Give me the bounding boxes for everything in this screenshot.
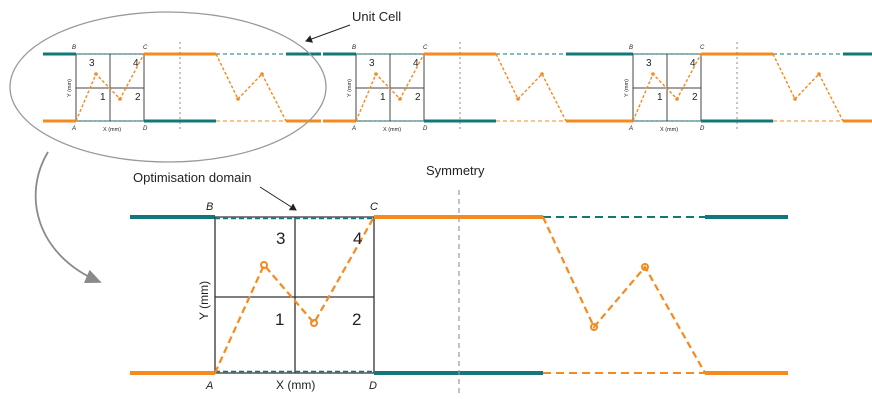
region-2-label: 2 [135, 92, 141, 103]
corner-d-label: D [369, 380, 377, 392]
corner-b-label: B [72, 45, 76, 51]
x-axis-label: X (mm) [660, 127, 678, 133]
enlarged-unit-cell: 3 4 1 2 B C A D X (mm) Y (mm) Optimisati… [130, 163, 788, 394]
corner-c-label: C [143, 45, 148, 51]
control-point [590, 323, 598, 331]
small-cell-labels-2: 3 4 1 2 B C A D X (mm) Y (mm) [347, 45, 428, 133]
symmetry-label: Symmetry [426, 163, 485, 178]
region-4-label: 4 [353, 229, 362, 248]
corner-d-label: D [700, 126, 705, 132]
corner-a-label: A [71, 126, 76, 132]
corner-a-label: A [351, 126, 356, 132]
control-point [310, 319, 318, 327]
corner-d-label: D [143, 126, 148, 132]
region-4-label: 4 [413, 58, 419, 69]
unit-cell-arrow [305, 24, 351, 43]
region-3-label: 3 [646, 58, 652, 69]
corner-d-label: D [423, 126, 428, 132]
region-3-label: 3 [369, 58, 375, 69]
corner-c-label: C [370, 201, 378, 213]
optimisation-domain-label: Optimisation domain [133, 170, 252, 185]
region-3-label: 3 [276, 229, 285, 248]
y-axis-label: Y (mm) [347, 79, 353, 97]
small-cell-labels-3: 3 4 1 2 B C A D X (mm) Y (mm) [624, 45, 705, 133]
corner-b-label: B [629, 45, 633, 51]
x-axis-label: X (mm) [383, 127, 401, 133]
optimisation-domain [214, 216, 375, 374]
top-strip: 3 4 1 2 B C A D X (mm) Y (mm) 3 4 1 2 B … [9, 9, 872, 163]
region-1-label: 1 [657, 92, 663, 103]
corner-a-label: A [628, 126, 633, 132]
region-4-label: 4 [133, 58, 139, 69]
region-2-label: 2 [352, 310, 361, 329]
control-point [641, 263, 649, 271]
unit-cell-label: Unit Cell [352, 9, 401, 24]
x-axis-label: X (mm) [276, 378, 315, 392]
y-axis-label: Y (mm) [67, 79, 73, 97]
design-curve [213, 216, 375, 374]
region-4-label: 4 [690, 58, 696, 69]
corner-b-label: B [352, 45, 356, 51]
region-2-label: 2 [415, 92, 421, 103]
corner-c-label: C [423, 45, 428, 51]
corner-c-label: C [700, 45, 705, 51]
corner-a-label: A [205, 380, 213, 392]
corner-b-label: B [206, 201, 213, 213]
region-2-label: 2 [692, 92, 698, 103]
unit-cell-ellipse [9, 11, 327, 163]
control-point [260, 261, 268, 269]
mirrored-curve [542, 216, 706, 374]
y-axis-label: Y (mm) [197, 281, 211, 320]
region-3-label: 3 [89, 58, 95, 69]
optimisation-domain-arrow [259, 186, 297, 211]
region-1-label: 1 [100, 92, 106, 103]
region-1-label: 1 [275, 310, 284, 329]
x-axis-label: X (mm) [103, 127, 121, 133]
y-axis-label: Y (mm) [624, 79, 630, 97]
zoom-arrow [34, 151, 102, 284]
region-1-label: 1 [380, 92, 386, 103]
small-cell-labels-1: 3 4 1 2 B C A D X (mm) Y (mm) [67, 45, 148, 133]
